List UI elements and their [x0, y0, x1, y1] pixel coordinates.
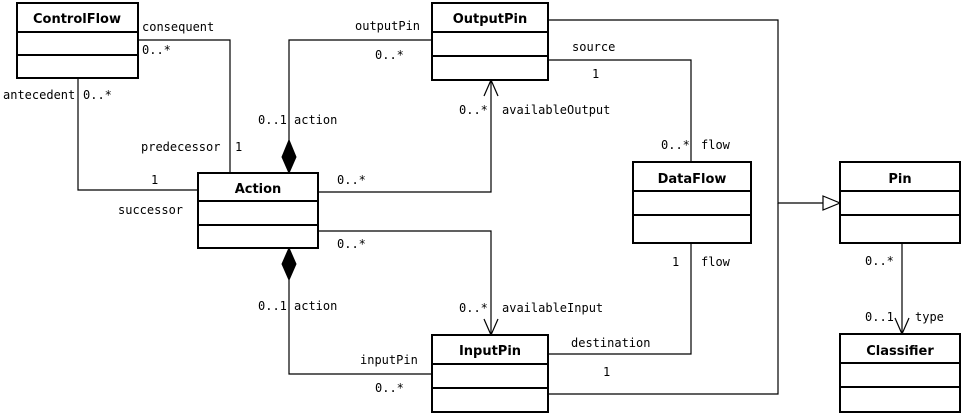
label-action-avail-in-mult: 0..* — [337, 237, 366, 251]
label-successor: successor — [118, 203, 183, 217]
class-inputpin[interactable]: InputPin — [431, 334, 549, 413]
class-controlflow[interactable]: ControlFlow — [16, 2, 139, 79]
label-available-input: availableInput — [502, 301, 603, 315]
label-outputpin-role: outputPin — [355, 19, 420, 33]
edge-action-outputpin — [288, 39, 432, 145]
label-inputpin-role: inputPin — [360, 353, 418, 367]
label-flow-top: flow — [701, 138, 731, 152]
edge-source-flow — [548, 59, 692, 162]
class-name-pin: Pin — [888, 172, 911, 187]
class-action[interactable]: Action — [197, 172, 319, 249]
label-destination-mult: 1 — [603, 365, 610, 379]
class-pin[interactable]: Pin — [839, 161, 961, 244]
label-available-output: availableOutput — [502, 103, 610, 117]
label-action-out-mult: 0..1 — [258, 113, 287, 127]
label-action-in-mult: 0..1 — [258, 299, 287, 313]
label-flow-bottom-mult: 1 — [672, 255, 679, 269]
label-flow-bottom: flow — [701, 255, 731, 269]
composition-diamond-bottom — [281, 246, 297, 282]
label-consequent-mult: 0..* — [142, 43, 171, 57]
label-inputpin-mult: 0..* — [375, 381, 404, 395]
label-pin-type-mult: 0..* — [865, 254, 894, 268]
label-destination: destination — [571, 336, 650, 350]
edge-generalization-inputpin — [548, 203, 779, 395]
edge-generalization-outputpin — [548, 19, 823, 204]
edge-available-input — [318, 230, 492, 335]
composition-diamond-top — [281, 138, 297, 175]
label-type: type — [915, 310, 944, 324]
label-available-input-mult: 0..* — [459, 301, 488, 315]
label-outputpin-mult: 0..* — [375, 48, 404, 62]
class-classifier[interactable]: Classifier — [839, 333, 961, 413]
label-source-mult: 1 — [592, 67, 599, 81]
class-outputpin[interactable]: OutputPin — [431, 2, 549, 81]
edge-antecedent-successor — [77, 78, 198, 191]
class-name-inputpin: InputPin — [459, 344, 521, 359]
label-available-output-mult: 0..* — [459, 103, 488, 117]
edge-flow-destination — [548, 243, 692, 355]
label-source: source — [572, 40, 615, 54]
class-name-classifier: Classifier — [866, 344, 934, 359]
class-name-controlflow: ControlFlow — [33, 12, 121, 27]
label-flow-top-mult: 0..* — [661, 138, 690, 152]
label-action-in-role: action — [294, 299, 337, 313]
label-predecessor-mult: 1 — [235, 140, 242, 154]
label-antecedent-mult: 0..* — [83, 88, 112, 102]
class-dataflow[interactable]: DataFlow — [632, 161, 752, 244]
label-successor-mult: 1 — [151, 173, 158, 187]
edge-available-output — [318, 80, 492, 193]
edge-action-inputpin — [288, 280, 432, 375]
label-consequent: consequent — [142, 20, 214, 34]
label-antecedent: antecedent — [3, 88, 75, 102]
label-predecessor: predecessor — [141, 140, 220, 154]
class-name-outputpin: OutputPin — [453, 12, 528, 27]
label-type-mult: 0..1 — [865, 310, 894, 324]
class-name-dataflow: DataFlow — [658, 172, 727, 187]
label-action-avail-out-mult: 0..* — [337, 173, 366, 187]
generalization-triangle — [822, 195, 842, 211]
label-action-out-role: action — [294, 113, 337, 127]
class-name-action: Action — [235, 182, 282, 197]
edge-consequent-predecessor — [138, 39, 231, 173]
